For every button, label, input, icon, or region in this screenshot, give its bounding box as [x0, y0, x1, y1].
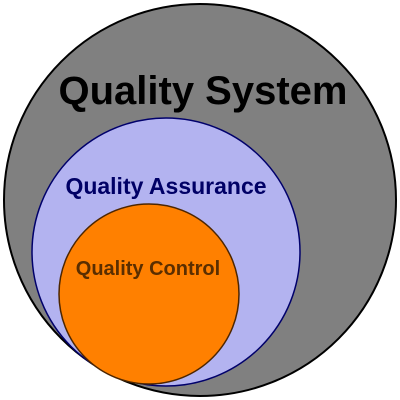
quality-control-label: Quality Control — [76, 258, 220, 280]
quality-control-circle — [58, 203, 240, 385]
quality-assurance-label: Quality Assurance — [65, 173, 266, 199]
quality-system-label: Quality System — [58, 69, 347, 113]
